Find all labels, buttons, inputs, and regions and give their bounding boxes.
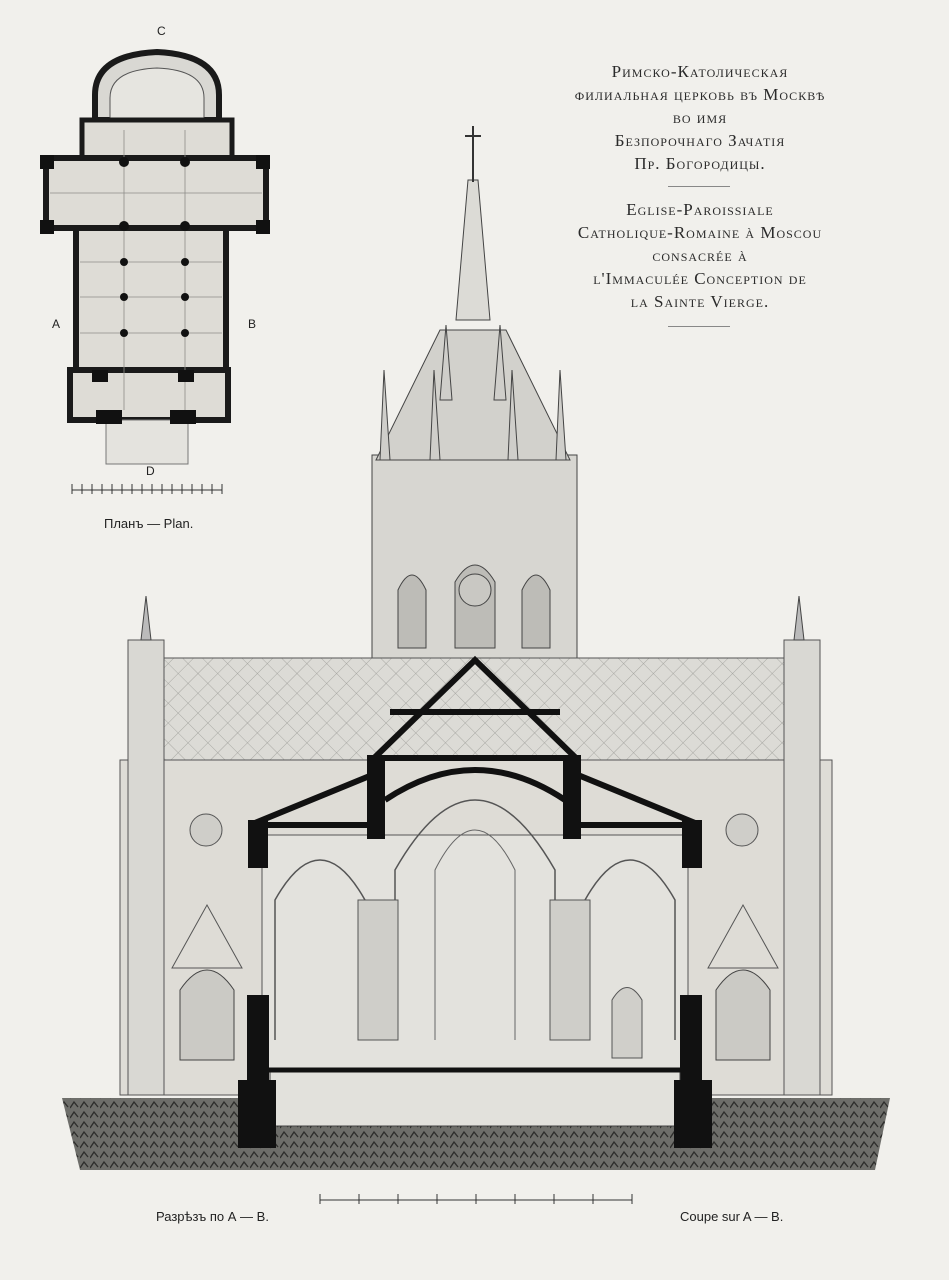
title-fr-line-1: Eglise-Paroissiale: [626, 200, 774, 219]
title-russian: Римско-Католическая филиальная церковь в…: [520, 60, 880, 175]
title-french: Eglise-Paroissiale Catholique-Romaine à …: [520, 198, 880, 313]
title-fr-line-3: consacrée à: [652, 246, 748, 265]
floor-plan: [40, 48, 270, 494]
title-end-rule: [668, 326, 730, 327]
title-ru-line-1: Римско-Католическая: [611, 62, 789, 81]
title-divider: [668, 186, 730, 187]
section-caption-russian: Разрѣзъ по А — В.: [156, 1209, 269, 1224]
title-ru-line-2: филиальная церковь въ Москвѣ: [574, 85, 826, 104]
plan-label-a: A: [52, 317, 61, 331]
plan-label-c: C: [157, 24, 166, 38]
title-fr-line-2: Catholique-Romaine à Moscou: [577, 223, 823, 242]
section-caption-french: Coupe sur A — B.: [680, 1209, 784, 1224]
title-fr-line-4: l'Immaculée Conception de: [593, 269, 807, 288]
plan-caption: Планъ — Plan.: [104, 516, 194, 531]
title-ru-line-3: во имя: [672, 108, 728, 127]
plan-label-b: B: [248, 317, 257, 331]
cross-section: [62, 126, 890, 1204]
title-ru-line-4: Безпорочнаго Зачатія: [614, 131, 786, 150]
title-fr-line-5: la Sainte Vierge.: [630, 292, 770, 311]
plan-label-d: D: [146, 464, 155, 478]
title-ru-line-5: Пр. Богородицы.: [634, 154, 766, 173]
